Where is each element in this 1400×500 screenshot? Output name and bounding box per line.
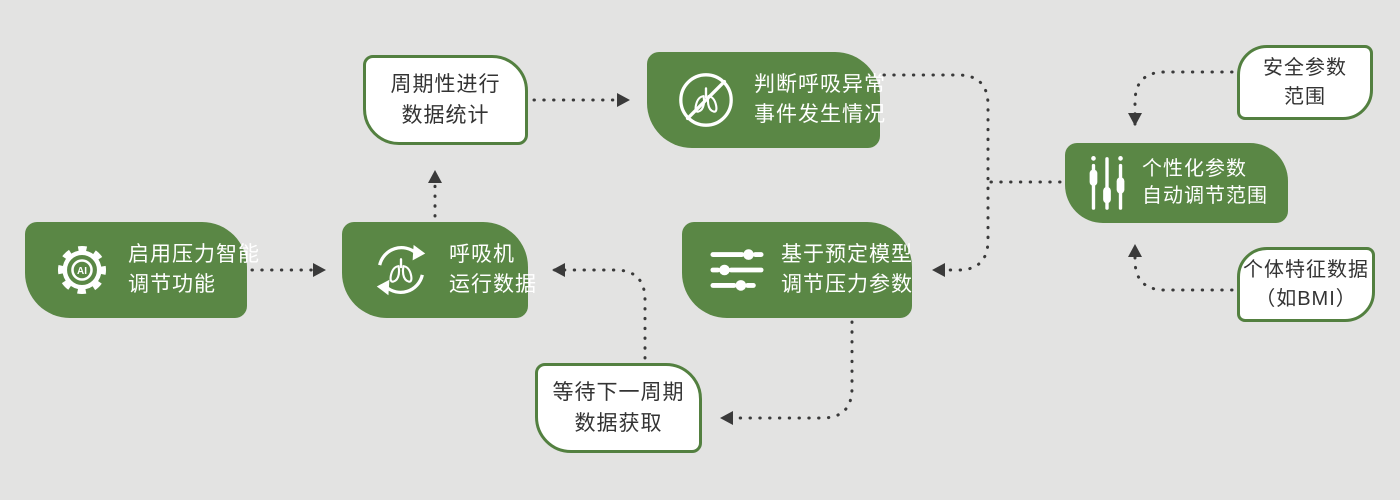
node-label: 等待下一周期 数据获取: [552, 381, 685, 435]
node-label: 个体特征数据 （如BMI）: [1243, 258, 1369, 310]
v-sliders-icon: [1089, 156, 1125, 210]
node-label: 安全参数 范围: [1263, 56, 1347, 108]
node-periodic-statistics: 周期性进行 数据统计: [363, 55, 528, 145]
node-label: 呼吸机 运行数据: [449, 243, 537, 296]
node-model-pressure-adjust: 基于预定模型 调节压力参数: [682, 222, 912, 318]
node-label: 基于预定模型 调节压力参数: [781, 243, 913, 296]
node-ventilator-run-data: 呼吸机 运行数据: [342, 222, 536, 318]
node-enable-smart-pressure: AI 启用压力智能 调节功能: [25, 222, 259, 318]
node-label: 判断呼吸异常 事件发生情况: [754, 73, 886, 126]
node-individual-data: 个体特征数据 （如BMI）: [1237, 247, 1375, 322]
node-label: 个性化参数 自动调节范围: [1142, 158, 1268, 207]
node-wait-next-cycle: 等待下一周期 数据获取: [535, 363, 702, 453]
node-label: 周期性进行 数据统计: [390, 73, 501, 127]
lungs-cycle-icon: [376, 244, 426, 296]
node-safety-param-range: 安全参数 范围: [1237, 45, 1373, 120]
lungs-slash-icon: [679, 73, 733, 127]
node-abnormal-event-judge: 判断呼吸异常 事件发生情况: [647, 52, 885, 148]
h-sliders-icon: [710, 249, 764, 291]
ai-icon-label: AI: [77, 266, 87, 277]
ai-gear-icon: AI: [57, 245, 107, 295]
node-label: 启用压力智能 调节功能: [128, 243, 260, 296]
node-personalized-range: 个性化参数 自动调节范围: [1065, 143, 1288, 223]
